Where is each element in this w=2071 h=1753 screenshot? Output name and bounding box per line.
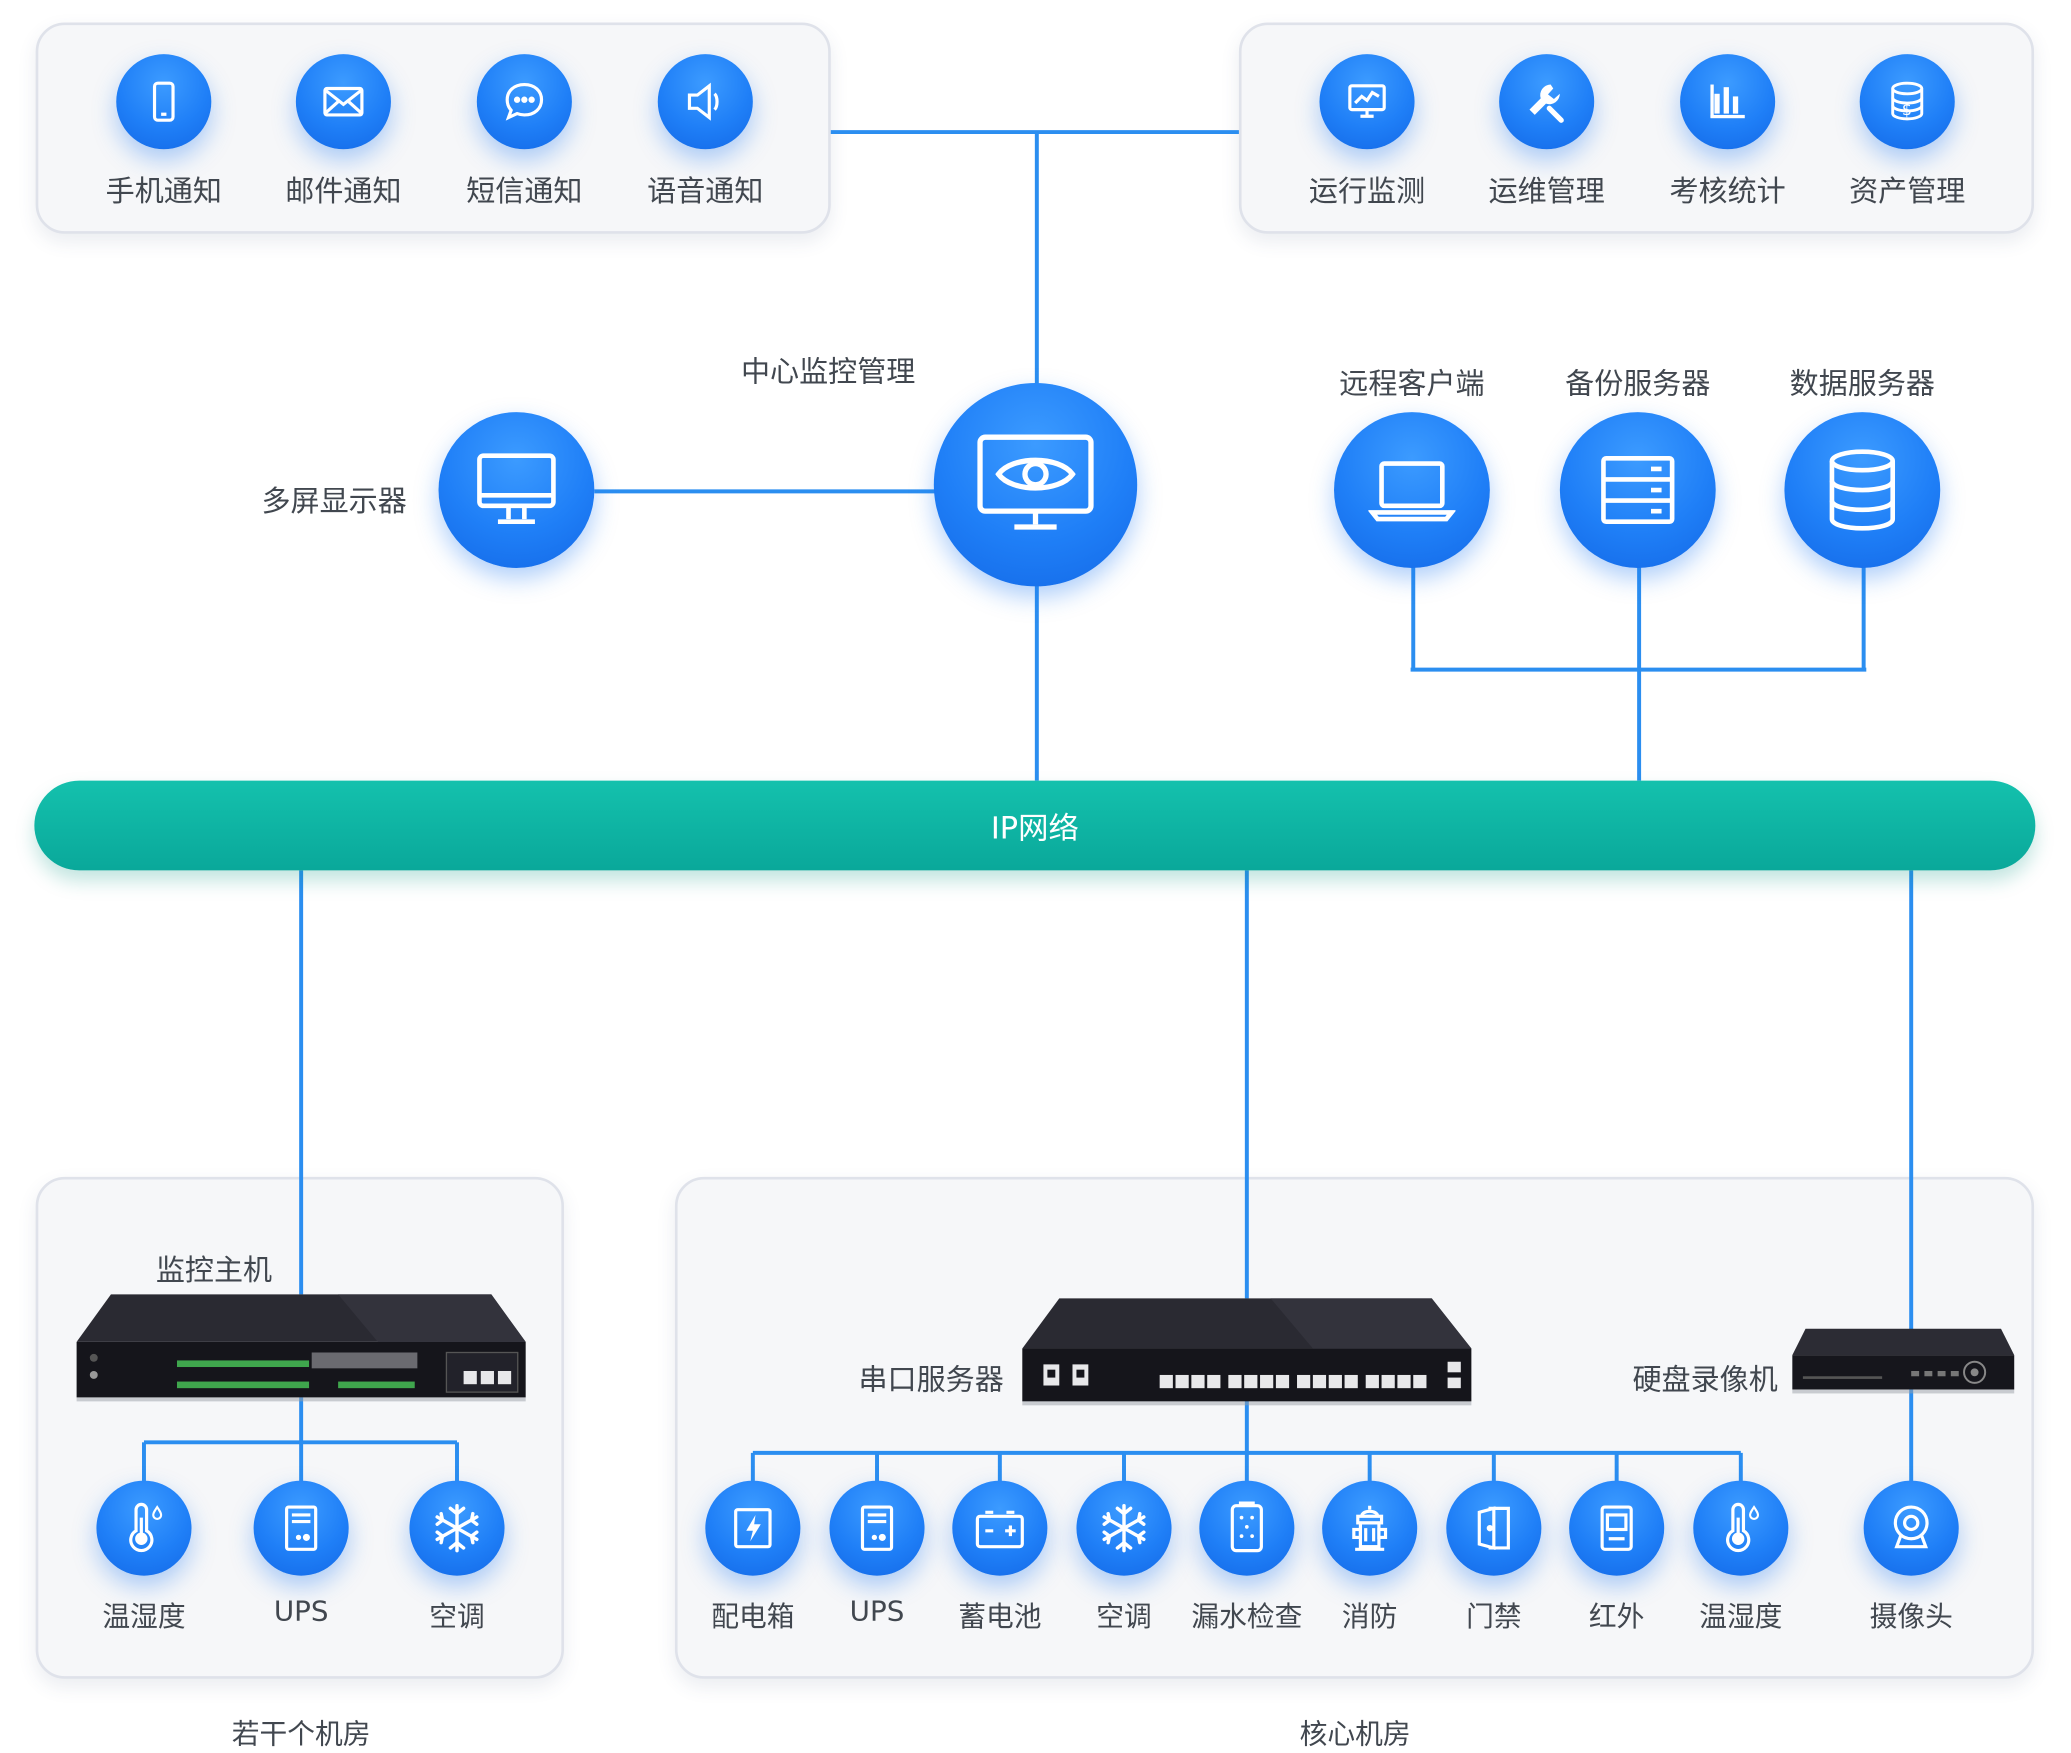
core-item-label-temp: 温湿度 [1699,1600,1783,1633]
snowflake-icon [1076,1480,1172,1576]
multiscreen-label: 多屏显示器 [261,486,407,520]
ip-network-bus: IP网络 [34,780,2036,871]
leak-sensor-icon [1199,1480,1295,1576]
room-left-title: 若干个机房 [231,1718,371,1751]
door-icon [1446,1480,1542,1576]
mgmt-label-stats: 考核统计 [1669,175,1786,209]
eye-monitor-icon [933,383,1138,587]
notify-label-sms: 短信通知 [466,175,583,209]
svg-text:$: $ [1902,100,1912,119]
core-item-label-leak: 漏水检查 [1191,1600,1303,1633]
chat-icon [476,54,572,150]
speaker-icon [657,54,753,150]
core-item-label-fire: 消防 [1341,1600,1398,1633]
monitoring-host-label: 监控主机 [155,1254,273,1288]
monitor-chart-icon [1319,54,1415,150]
thermometer-icon [1693,1480,1789,1576]
infrared-icon [1569,1480,1665,1576]
ups-icon [829,1480,925,1576]
bar-chart-icon [1680,54,1776,150]
money-stack-icon: $ [1859,54,1955,150]
battery-icon [952,1480,1048,1576]
mgmt-label-assets: 资产管理 [1849,175,1966,209]
mail-icon [295,54,391,150]
core-item-label-infrared: 红外 [1588,1600,1645,1633]
nvr-device [1792,1328,2015,1394]
camera-icon [1863,1480,1959,1576]
notify-label-mail: 邮件通知 [285,175,402,209]
desktop-monitor-icon [438,412,595,568]
thermometer-icon [96,1480,192,1576]
serial-server-device [1022,1298,1472,1406]
notify-label-phone: 手机通知 [105,175,222,209]
monitoring-host-device [76,1294,526,1402]
left-item-label-temp: 温湿度 [102,1600,186,1633]
server-label-backup: 备份服务器 [1565,368,1711,402]
core-item-label-ups: UPS [849,1595,905,1628]
laptop-icon [1334,412,1490,568]
ups-icon [253,1480,349,1576]
database-icon [1784,412,1941,568]
phone-icon [116,54,212,150]
server-label-client: 远程客户端 [1339,368,1485,402]
nvr-label: 硬盘录像机 [1632,1364,1778,1398]
server-label-data: 数据服务器 [1789,368,1935,402]
room-core-title: 核心机房 [1299,1718,1411,1751]
left-item-label-ups: UPS [273,1595,329,1628]
snowflake-icon [409,1480,505,1576]
room-core-panel [674,1176,2035,1679]
server-rack-icon [1559,412,1716,568]
core-camera-label: 摄像头 [1869,1600,1953,1633]
wrench-icon [1499,54,1595,150]
left-item-label-ac: 空调 [429,1600,485,1633]
fire-hydrant-icon [1322,1480,1418,1576]
core-item-label-door: 门禁 [1466,1600,1522,1633]
core-item-label-ac: 空调 [1096,1600,1152,1633]
core-item-label-battery: 蓄电池 [958,1600,1042,1633]
serial-server-label: 串口服务器 [858,1364,1004,1398]
core-item-label-power: 配电箱 [711,1600,795,1633]
mgmt-label-monitor: 运行监测 [1308,175,1426,209]
power-box-icon [705,1480,801,1576]
mgmt-label-ops: 运维管理 [1488,175,1605,209]
center-label: 中心监控管理 [740,356,916,390]
ip-network-label: IP网络 [990,812,1079,847]
notify-label-voice: 语音通知 [647,175,764,209]
